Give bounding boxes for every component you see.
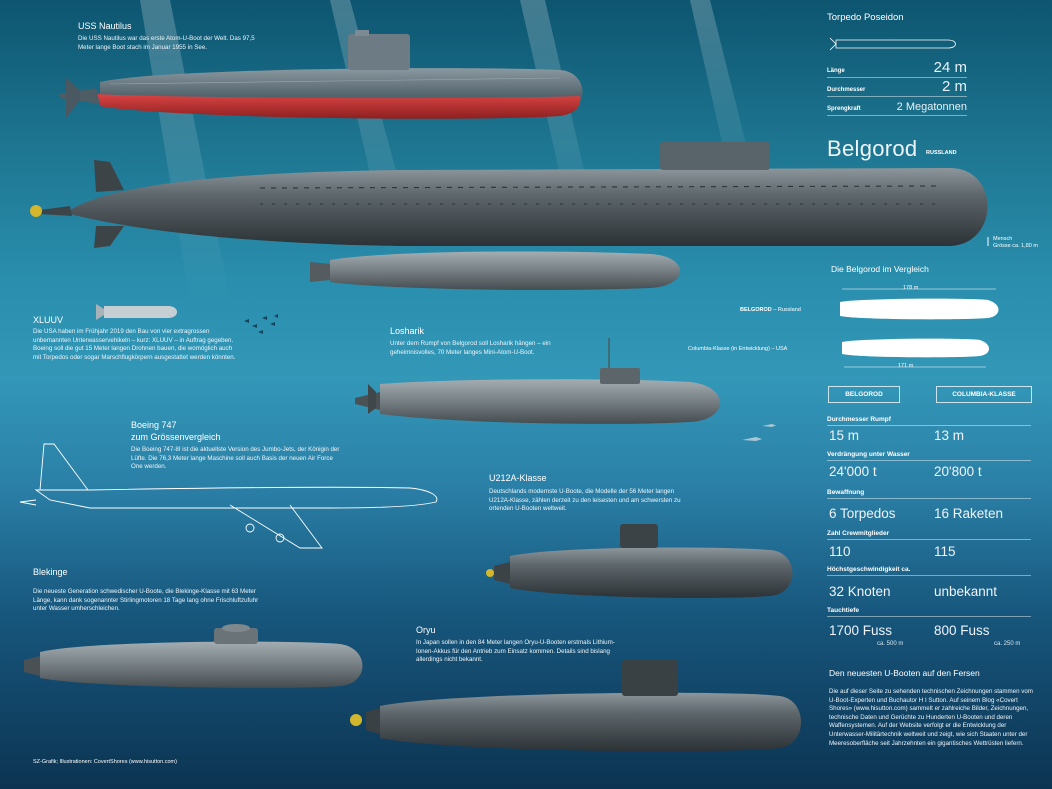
comparison-title: Die Belgorod im Vergleich	[831, 264, 929, 274]
losharik-submarine	[355, 338, 720, 424]
row-displacement-a: 24'000 t	[829, 464, 877, 479]
row-diameter-label: Durchmesser Rumpf	[827, 416, 1031, 426]
row-depth-b-sub: ca. 250 m	[994, 641, 1021, 647]
blekinge-submarine	[24, 624, 363, 688]
row-displacement-label: Verdrängung unter Wasser	[827, 451, 1031, 461]
belgorod-submarine	[30, 142, 988, 248]
row-depth-label: Tauchtiefe	[827, 607, 1031, 617]
u212a-submarine	[486, 524, 793, 598]
poseidon-row-length: Länge 24 m	[827, 59, 967, 78]
boeing-text: Die Boeing 747-8I ist die aktuellste Ver…	[131, 446, 340, 471]
credit: SZ-Grafik; Illustrationen: CovertShores …	[33, 759, 177, 765]
columbia-silhouette	[842, 338, 989, 358]
poseidon-length-label: Länge	[827, 68, 845, 74]
poseidon-row-yield: Sprengkraft 2 Megatonnen	[827, 98, 967, 116]
length-columbia: 171 m	[898, 363, 914, 369]
losharik-title: Losharik	[390, 326, 425, 336]
column-header-columbia: COLUMBIA-KLASSE	[936, 386, 1032, 403]
poseidon-row-diameter: Durchmesser 2 m	[827, 78, 967, 97]
shark-silhouettes	[742, 424, 776, 441]
torpedo-icon	[829, 37, 956, 51]
oryu-title: Oryu	[416, 625, 436, 635]
row-displacement-b: 20'800 t	[934, 464, 982, 479]
belgorod-title: Belgorod	[827, 136, 918, 161]
belgorod-country: RUSSLAND	[926, 150, 957, 156]
column-header-belgorod: BELGOROD	[828, 386, 900, 403]
oryu-submarine	[350, 660, 801, 752]
compare-label-belgorod: BELGOROD – Russland	[740, 307, 801, 313]
poseidon-yield-value: 2 Megatonnen	[896, 101, 967, 113]
xluuv-title: XLUUV	[33, 315, 64, 325]
row-armament-b: 16 Raketen	[934, 506, 1004, 521]
row-speed-a: 32 Knoten	[829, 584, 891, 599]
poseidon-diameter-value: 2 m	[941, 78, 967, 95]
u212a-title: U212A-Klasse	[489, 473, 547, 483]
nautilus-text: Die USS Nautilus war das erste Atom-U-Bo…	[78, 35, 255, 51]
poseidon-yield-label: Sprengkraft	[827, 106, 861, 112]
comparison-silhouettes	[840, 288, 999, 368]
boeing-title-1: Boeing 747	[131, 420, 177, 430]
person-label: Mensch	[993, 236, 1013, 242]
row-speed-b: unbekannt	[934, 584, 998, 599]
losharik-text: Unter dem Rumpf von Belgorod soll Loshar…	[390, 340, 551, 356]
blekinge-title: Blekinge	[33, 567, 68, 577]
closing-text: Die auf dieser Seite zu sehenden technis…	[829, 688, 1033, 747]
person-size: Grösse ca. 1,80 m	[993, 243, 1038, 249]
fish-school	[244, 314, 278, 334]
oryu-text: In Japan sollen in den 84 Meter langen O…	[416, 639, 615, 664]
belgorod-silhouette	[840, 298, 999, 320]
row-armament-a: 6 Torpedos	[829, 506, 896, 521]
xluuv-text: Die USA haben im Frühjahr 2019 den Bau v…	[33, 328, 236, 361]
poseidon-length-value: 24 m	[933, 59, 967, 76]
row-depth-a: 1700 Fuss	[829, 623, 893, 638]
compare-label-columbia: Columbia-Klasse (in Entwicklung) – USA	[688, 346, 788, 352]
xluuv-drone	[96, 304, 177, 320]
boeing-747-outline	[19, 443, 438, 549]
u212a-text: Deutschlands modernste U-Boote, die Mode…	[489, 488, 681, 513]
row-crew-b: 115	[934, 544, 956, 559]
boeing-title-2: zum Grössenvergleich	[131, 432, 221, 442]
row-diameter-a: 15 m	[829, 428, 860, 443]
row-crew-label: Zahl Crewmitglieder	[827, 530, 1031, 540]
row-armament-label: Bewaffnung	[827, 489, 1031, 499]
row-speed-label: Höchstgeschwindigkeit ca.	[827, 566, 1031, 576]
row-crew-a: 110	[829, 544, 851, 559]
blekinge-text: Die neueste Generation schwedischer U-Bo…	[33, 588, 259, 613]
row-depth-a-sub: ca. 500 m	[877, 641, 904, 647]
row-depth-b: 800 Fuss	[934, 623, 990, 638]
nautilus-submarine	[60, 30, 583, 119]
nautilus-title: USS Nautilus	[78, 21, 132, 31]
losharik-under-belgorod	[310, 251, 680, 290]
closing-title: Den neuesten U-Booten auf den Fersen	[829, 668, 980, 678]
row-diameter-b: 13 m	[934, 428, 965, 443]
length-belgorod: 178 m	[903, 285, 919, 291]
poseidon-diameter-label: Durchmesser	[827, 87, 866, 93]
poseidon-title: Torpedo Poseidon	[827, 12, 904, 23]
